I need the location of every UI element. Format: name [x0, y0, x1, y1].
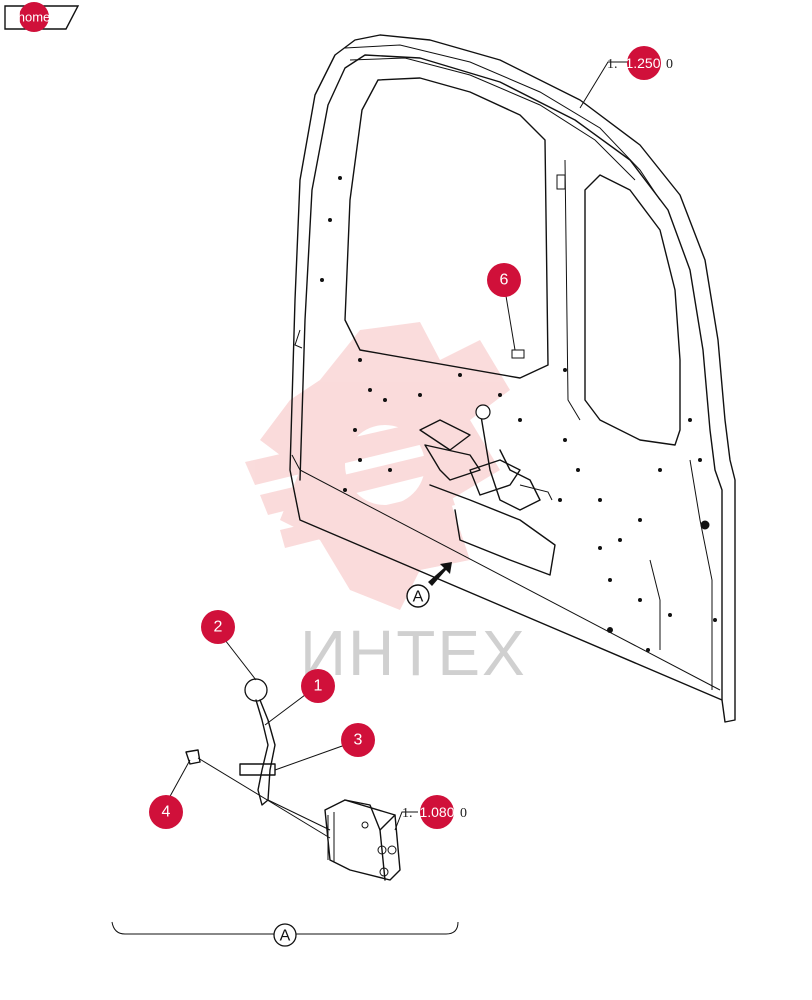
home-button-label: home — [18, 10, 51, 25]
home-button[interactable]: home — [4, 2, 80, 32]
reference-suffix: 0 — [666, 57, 673, 72]
callout-2[interactable]: 2 — [201, 610, 235, 644]
watermark-text: ИНТЕХ — [300, 617, 527, 689]
reference-number: 1.080 — [419, 804, 454, 820]
reference-number: 1.250 — [625, 55, 660, 71]
view-arrow-a: A — [406, 562, 452, 608]
callout-1[interactable]: 1 — [301, 669, 335, 703]
callout-label: 2 — [214, 619, 223, 636]
callout-label: 3 — [354, 732, 363, 749]
callout-label: 4 — [162, 804, 171, 821]
callout-6[interactable]: 6 — [487, 263, 521, 297]
leader-lines — [167, 61, 628, 831]
callout-label: 1 — [314, 678, 323, 695]
watermark-logo — [245, 322, 510, 610]
callout-3[interactable]: 3 — [341, 723, 375, 757]
callout-label: 6 — [500, 272, 509, 289]
detail-a-parts — [185, 678, 401, 881]
door-frame — [289, 34, 736, 723]
reference-tag-1080[interactable]: 1. 1.080 0 — [402, 795, 467, 829]
detail-bracket-label: A — [280, 928, 291, 945]
callout-4[interactable]: 4 — [149, 795, 183, 829]
detail-bracket-a: A — [111, 921, 459, 947]
reference-prefix: 1. — [607, 57, 618, 72]
reference-tag-1250[interactable]: 1. 1.250 0 — [607, 46, 673, 80]
view-arrow-label: A — [413, 589, 424, 606]
reference-suffix: 0 — [460, 806, 467, 821]
reference-prefix: 1. — [402, 806, 413, 821]
